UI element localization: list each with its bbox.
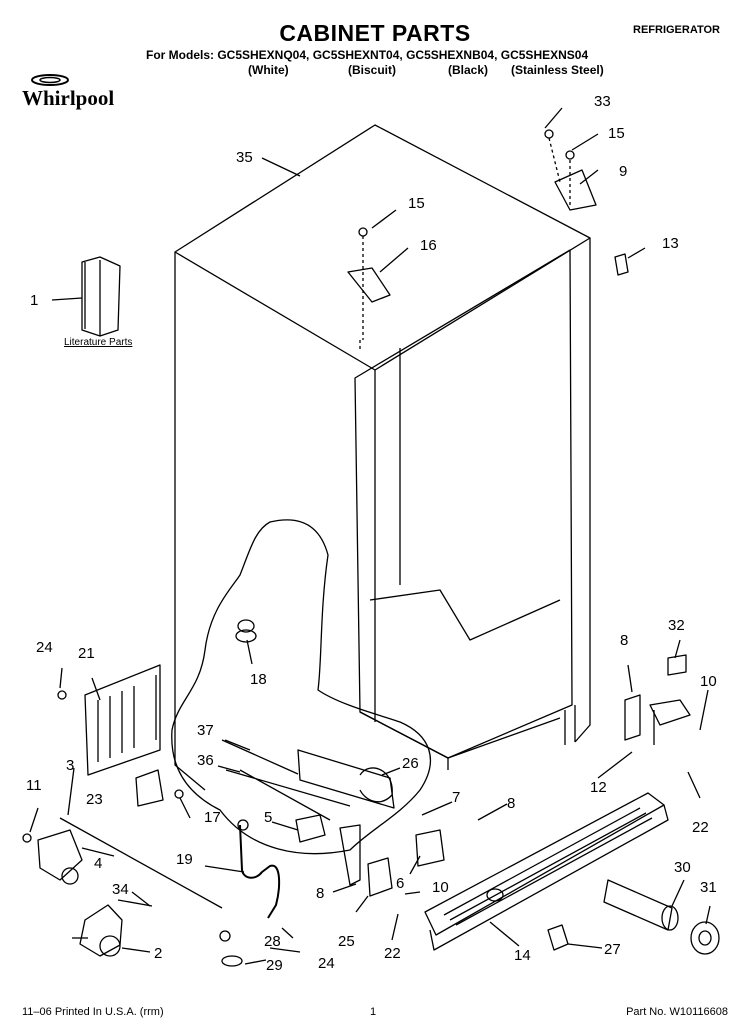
callout-15-mid: 15 <box>408 195 425 212</box>
variant-white: (White) <box>248 63 289 77</box>
callout-4: 4 <box>94 855 102 872</box>
callout-8-right: 8 <box>620 632 628 649</box>
callout-27: 26 <box>402 755 419 772</box>
callout-21: 21 <box>78 645 95 662</box>
callout-10-right: 10 <box>700 673 717 690</box>
callout-5: 5 <box>264 809 272 826</box>
callout-26: 27 <box>604 941 621 958</box>
callout-35: 33 <box>594 93 611 110</box>
callout-11: 11 <box>26 777 42 794</box>
callout-19: 19 <box>176 851 193 868</box>
callout-22-right: 22 <box>692 819 709 836</box>
callout-7-a: 7 <box>452 789 460 806</box>
appliance-type: REFRIGERATOR <box>633 24 720 36</box>
variant-black: (Black) <box>448 63 489 77</box>
variant-biscuit: (Biscuit) <box>348 63 396 77</box>
callout-14: 14 <box>514 947 531 964</box>
callout-8-left: 8 <box>316 885 324 902</box>
print-info: 11–06 Printed In U.S.A. (rrm) <box>22 1006 164 1018</box>
callout-2: 2 <box>154 945 162 962</box>
callout-9: 9 <box>619 163 627 180</box>
brand-logo: Whirlpool <box>22 86 115 110</box>
callout-28: 30 <box>674 859 691 876</box>
callout-18: 18 <box>250 671 267 688</box>
part-number: Part No. W10116608 <box>626 1006 728 1018</box>
callout-17: 17 <box>204 809 221 826</box>
rear-roller-assembly <box>37 829 123 957</box>
callout-36: 36 <box>197 752 214 769</box>
exploded-parts-diagram: 35 1 33 15 9 15 16 13 24 21 18 8 32 10 3… <box>22 93 720 974</box>
callout-32: 28 <box>264 933 281 950</box>
callout-31: 35 <box>236 149 253 166</box>
callout-10-left: 10 <box>432 879 449 896</box>
callout-7-b: 8 <box>507 795 515 812</box>
callout-37: 37 <box>197 722 214 739</box>
callout-13: 13 <box>662 235 679 252</box>
models-line: For Models: GC5SHEXNQ04, GC5SHEXNT04, GC… <box>146 48 589 62</box>
page-number: 1 <box>370 1006 377 1018</box>
callout-3: 3 <box>66 757 74 774</box>
literature-parts <box>81 256 121 337</box>
variant-stainless: (Stainless Steel) <box>511 63 604 77</box>
callout-24-left: 24 <box>36 639 53 656</box>
callout-12: 12 <box>590 779 607 796</box>
callout-25: 25 <box>338 933 355 950</box>
page-title: CABINET PARTS <box>279 20 471 46</box>
callout-23: 23 <box>86 791 103 808</box>
callout-1: 1 <box>30 292 38 309</box>
literature-caption: Literature Parts <box>64 337 133 348</box>
brand-swirl-logo <box>31 74 69 86</box>
callout-33: 34 <box>112 881 129 898</box>
toe-grille <box>424 792 669 951</box>
callout-30: 31 <box>700 879 717 896</box>
callout-34: 32 <box>668 617 685 634</box>
callout-6: 6 <box>396 875 404 892</box>
callout-16: 16 <box>420 237 437 254</box>
cabinet-shell <box>174 124 591 791</box>
callout-24-bottom: 24 <box>318 955 335 972</box>
rear-access-cover <box>84 664 161 776</box>
callout-29: 29 <box>266 957 283 974</box>
callout-15-top: 15 <box>608 125 625 142</box>
callout-22-mid: 22 <box>384 945 401 962</box>
